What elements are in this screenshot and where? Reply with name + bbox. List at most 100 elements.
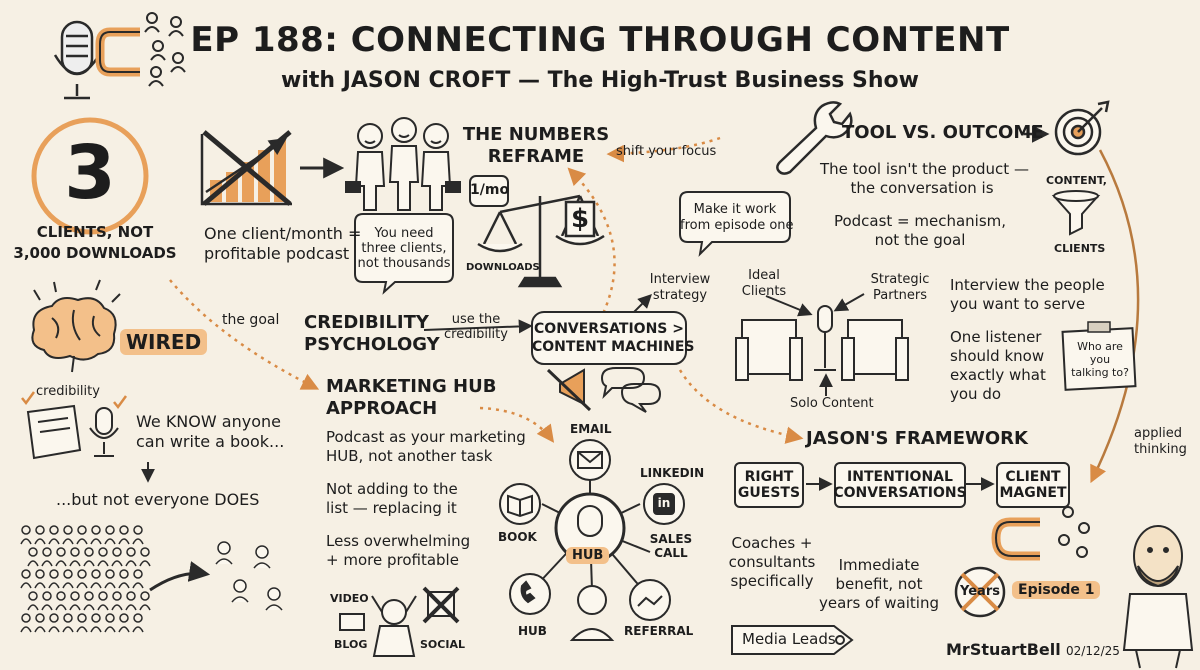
crowd-body [27,560,39,567]
hub-title-line-1: MARKETING HUB [326,376,497,397]
mechanism-text: Podcast = mechanism, not the goal [830,212,1010,250]
page-title: EP 188: CONNECTING THROUGH CONTENT [190,20,1010,60]
crowd-body [111,604,123,611]
bubble-line-1: You need [374,226,434,241]
linkedin-label: LINKEDIN [640,466,705,480]
step3-line-1: CLIENT [1005,469,1061,485]
crowd-body [41,604,53,611]
coaches-line-2: consultants [728,553,816,571]
crowd-head [119,525,129,535]
step1-line-2: GUESTS [737,485,801,501]
p3-line-1: Less overwhelming [326,532,471,550]
crowd-head [35,613,45,623]
crowd-icon [20,525,151,633]
hub-point-1: Podcast as your marketing HUB, not anoth… [326,428,526,466]
note-line-2: you [1089,353,1111,366]
crowd-body [125,560,137,567]
coaches-text: Coaches + consultants specifically [720,534,824,591]
crowd-head [91,569,101,579]
crowd-body [20,582,32,589]
p2-line-1: Not adding to the [326,480,458,498]
crowd-head [28,591,38,601]
numbers-reframe-title: THE NUMBERS REFRAME [462,124,610,168]
crowd-body [132,582,144,589]
sales-line-2: CALL [654,546,688,560]
client-magnet-icon [991,506,1090,561]
crowd-body [76,582,88,589]
crowd-head [28,547,38,557]
credibility-line-1: CREDIBILITY [304,312,429,333]
strategic-partners-label: Strategic Partners [862,272,938,304]
one-client-line-1: One client/month = [204,224,362,243]
listener-text: One listener should know exactly what yo… [950,328,1046,404]
signature: MrStuartBell [946,640,1061,659]
three-clients-icon [345,117,461,211]
immediate-text: Immediate benefit, not years of waiting [814,556,944,613]
immediate-line-1: Immediate [838,556,920,574]
crowd-body [62,538,74,545]
email-label: EMAIL [570,422,612,436]
ideal-line-2: Clients [741,284,787,299]
page-subtitle: with JASON CROFT — The High-Trust Busine… [281,68,919,93]
crowd-body [62,626,74,633]
crowd-head [126,547,136,557]
big-number-three: 3 [64,130,116,216]
crowd-body [20,538,32,545]
crowd-body [104,582,116,589]
numbers-line-2: REFRAME [487,146,585,167]
crowd-head [112,547,122,557]
megaphone-icon [546,367,662,413]
make-line-1: Make it work [693,202,777,217]
brain-icon [31,279,121,373]
crowd-head [133,569,143,579]
crowd-body [34,626,46,633]
sticky-note-text: Who are you talking to? [1066,340,1134,379]
bubble-line-2: three clients, [361,241,447,256]
framework-title: JASON'S FRAMEWORK [806,428,1028,449]
crowd-head [119,569,129,579]
per-month-box [469,175,509,207]
media-leads-tag [731,625,854,655]
listener-line-2: should know [950,347,1045,365]
use-line-2: credibility [444,327,508,342]
crowd-body [125,604,137,611]
three-circle [31,117,149,235]
referral-label: REFERRAL [624,624,694,638]
crowd-head [70,547,80,557]
dollar-sign: $ [570,204,590,234]
coaches-line-3: specifically [730,572,814,590]
p3-line-2: + more profitable [326,551,459,569]
ideal-clients-label: Ideal Clients [732,268,796,300]
applied-thinking-label: applied thinking [1134,426,1187,458]
know-line-2: can write a book... [136,432,285,451]
blog-label: BLOG [334,638,368,651]
crowd-head [140,591,150,601]
crowd-head [133,525,143,535]
crowd-head [105,613,115,623]
sales-line-1: SALES [649,532,693,546]
chairs-mic-icon [735,305,909,381]
crowd-head [84,591,94,601]
book-label: BOOK [498,530,537,544]
strategic-line-1: Strategic [870,272,930,287]
crowd-body [55,604,67,611]
crowd-body [90,626,102,633]
crowd-body [111,560,123,567]
crowd-body [97,560,109,567]
goal-label: the goal [222,312,280,328]
wired-text: WIRED [120,329,208,355]
downloads-label: DOWNLOADS [466,262,540,273]
crowd-body [118,582,130,589]
p2-line-2: list — replacing it [326,499,457,517]
one-client-line-2: profitable podcast [204,244,350,263]
listener-line-3: exactly what [950,366,1046,384]
conv-line-2: CONTENT MACHINES [532,339,695,355]
shift-focus-label: shift your focus [616,144,717,159]
episode-one-text: Episode 1 [1012,581,1101,599]
crowd-body [48,582,60,589]
crowd-head [35,525,45,535]
coaches-line-1: Coaches + [731,534,813,552]
interview-strategy-label: Interview strategy [644,272,716,304]
strategic-line-2: Partners [872,288,928,303]
crowd-head [77,569,87,579]
